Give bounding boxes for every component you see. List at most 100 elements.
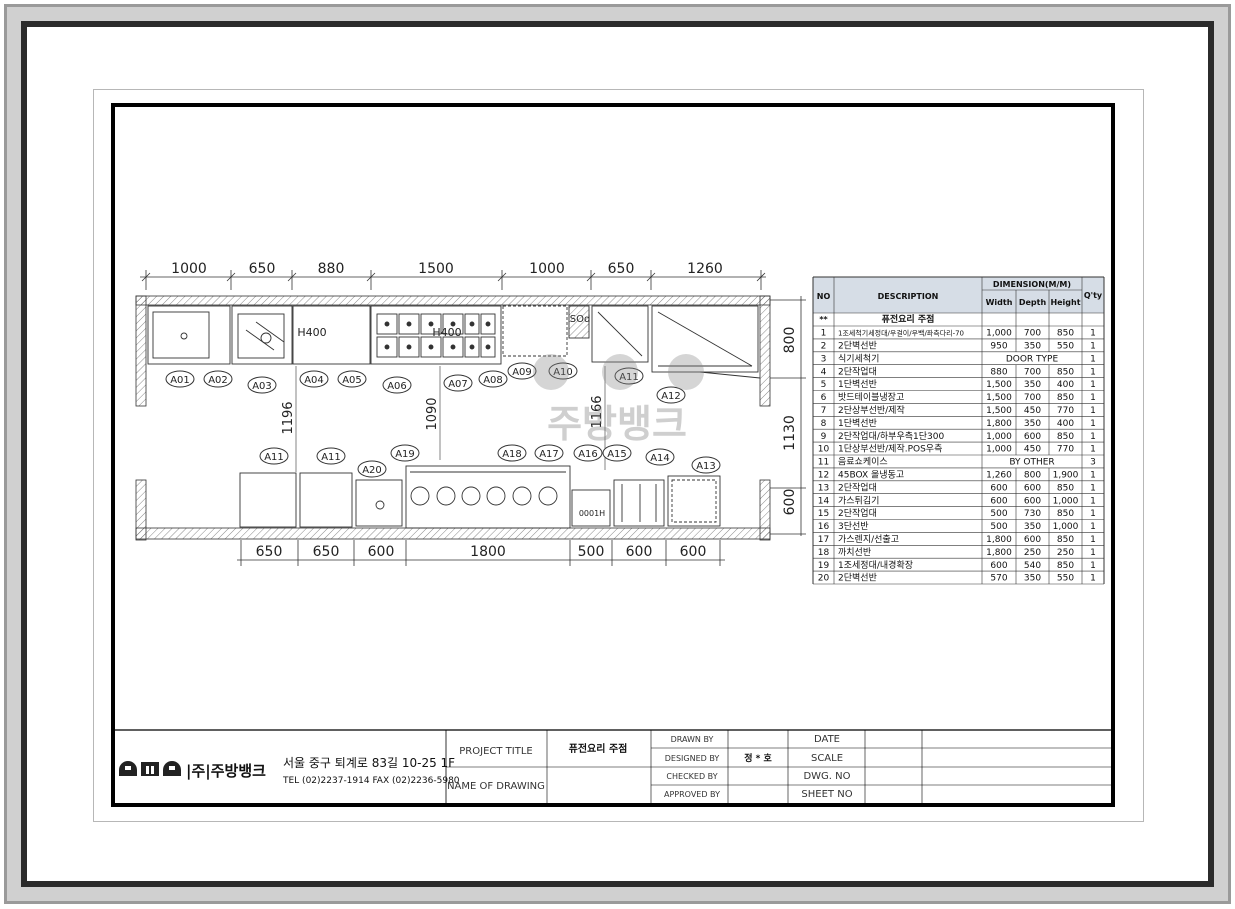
svg-text:A06: A06 bbox=[387, 381, 407, 392]
watermark-text: 주방뱅크 bbox=[547, 402, 687, 446]
callout-a16: A16 bbox=[573, 444, 603, 462]
table-row-qty: 1 bbox=[1090, 367, 1096, 377]
svg-text:A11: A11 bbox=[321, 452, 341, 463]
dim-top-4: 1500 bbox=[418, 261, 454, 277]
dim-top-1: 1000 bbox=[171, 261, 207, 277]
table-row-depth: 600 bbox=[1024, 535, 1041, 545]
callout-a19: A19 bbox=[390, 444, 420, 462]
header-width: Width bbox=[986, 298, 1013, 307]
table-row-height: 850 bbox=[1057, 432, 1074, 442]
header-height: Height bbox=[1050, 298, 1080, 307]
table-row-qty: 1 bbox=[1090, 380, 1096, 390]
table-row-no: 17 bbox=[818, 535, 829, 545]
table-row-height: 1,900 bbox=[1053, 471, 1079, 481]
dim-0001h: 0001H bbox=[579, 509, 605, 518]
callout-labels-bottom: A11 A11 A20 A19 A18 A17 A16 A15 A14 A13 bbox=[259, 444, 721, 478]
callout-a20: A20 bbox=[357, 460, 387, 478]
callout-a06: A06 bbox=[382, 376, 412, 394]
table-row-no: 5 bbox=[821, 380, 827, 390]
designed-by-label: DESIGNED BY bbox=[665, 754, 720, 763]
table-row-width: 1,000 bbox=[986, 445, 1012, 455]
table-row-height: 850 bbox=[1057, 535, 1074, 545]
callout-labels-top: A01 A02 A03 A04 A05 A06 A07 A08 A09 A10 … bbox=[165, 362, 686, 404]
scale-label: SCALE bbox=[811, 753, 843, 764]
svg-text:A07: A07 bbox=[448, 379, 468, 390]
svg-text:A01: A01 bbox=[170, 375, 190, 386]
table-row-qty: 1 bbox=[1090, 509, 1096, 519]
table-row-qty: 3 bbox=[1090, 458, 1096, 468]
company-address: 서울 중구 퇴계로 83길 10-25 1F bbox=[283, 756, 455, 770]
dim-bottom-4: 1800 bbox=[470, 544, 506, 560]
company-logo bbox=[119, 761, 181, 776]
table-row-width: 500 bbox=[990, 509, 1007, 519]
dim-bottom-1: 650 bbox=[256, 544, 283, 560]
table-row-height: 1,000 bbox=[1053, 496, 1079, 506]
table-row-qty: 1 bbox=[1090, 574, 1096, 584]
table-row-width: 570 bbox=[990, 574, 1007, 584]
bottom-dimension-line bbox=[237, 540, 725, 566]
table-row-qty: 1 bbox=[1090, 393, 1096, 403]
callout-a01: A01 bbox=[165, 370, 195, 388]
table-row-height: 550 bbox=[1057, 342, 1074, 352]
table-row-depth: 350 bbox=[1024, 342, 1041, 352]
project-title-value: 퓨전요리 주점 bbox=[569, 742, 628, 755]
table-row-qty: 1 bbox=[1090, 406, 1096, 416]
svg-text:A18: A18 bbox=[502, 449, 522, 460]
name-of-drawing-label: NAME OF DRAWING bbox=[447, 781, 545, 792]
dim-bottom-5: 500 bbox=[578, 544, 605, 560]
watermark: 주방뱅크 bbox=[533, 354, 704, 446]
table-row-qty: 1 bbox=[1090, 496, 1096, 506]
dim-bottom-2: 650 bbox=[313, 544, 340, 560]
drawing-border bbox=[111, 103, 1115, 807]
table-row-height: 850 bbox=[1057, 561, 1074, 571]
svg-text:A03: A03 bbox=[252, 381, 272, 392]
svg-text:A14: A14 bbox=[650, 453, 670, 464]
sheet-no-label: SHEET NO bbox=[801, 789, 852, 800]
dim-bottom-7: 600 bbox=[680, 544, 707, 560]
table-row-width: 1,500 bbox=[986, 393, 1012, 403]
table-row-depth: 600 bbox=[1024, 432, 1041, 442]
table-row-qty: 1 bbox=[1090, 561, 1096, 571]
project-title-label: PROJECT TITLE bbox=[459, 746, 532, 757]
table-row-description: 2단작업대 bbox=[838, 508, 877, 519]
table-row-description: 1조세척기세정대/우걸이/우백/좌측다리-70 bbox=[838, 329, 964, 338]
table-row-description: 1단벽선반 bbox=[838, 418, 877, 429]
dim-right-2: 1130 bbox=[782, 415, 798, 451]
table-row-no: 19 bbox=[818, 561, 830, 571]
table-row-no: 20 bbox=[818, 574, 830, 584]
dim-sod: SOd bbox=[570, 314, 591, 325]
dwg-no-label: DWG. NO bbox=[803, 771, 850, 782]
table-row-description: 3단선반 bbox=[838, 521, 869, 532]
table-row-depth: 350 bbox=[1024, 574, 1041, 584]
table-row-depth: 540 bbox=[1024, 561, 1041, 571]
table-row-width: 1,800 bbox=[986, 535, 1012, 545]
table-row-no: 6 bbox=[821, 393, 827, 403]
svg-text:A02: A02 bbox=[208, 375, 228, 386]
table-header-bg bbox=[813, 277, 1104, 313]
table-row-no: 11 bbox=[818, 458, 829, 468]
svg-text:A17: A17 bbox=[539, 449, 559, 460]
table-row-qty: 1 bbox=[1090, 535, 1096, 545]
table-row-qty: 1 bbox=[1090, 471, 1096, 481]
approved-by-label: APPROVED BY bbox=[664, 790, 720, 799]
right-dimension-line bbox=[770, 296, 806, 536]
callout-a10: A10 bbox=[548, 362, 578, 380]
callout-a18: A18 bbox=[497, 444, 527, 462]
table-row-height: 770 bbox=[1057, 406, 1074, 416]
table-row-no: 18 bbox=[818, 548, 830, 558]
dim-inner-1090: 1090 bbox=[425, 397, 440, 430]
table-row-qty: 1 bbox=[1090, 548, 1096, 558]
table-row-width: 500 bbox=[990, 522, 1007, 532]
svg-text:A11: A11 bbox=[264, 452, 284, 463]
dim-right-3: 600 bbox=[782, 489, 798, 516]
table-row-width: 1,000 bbox=[986, 432, 1012, 442]
dim-inner-1196: 1196 bbox=[281, 401, 296, 434]
table-row-dimension-note: DOOR TYPE bbox=[1006, 354, 1059, 364]
table-row-width: 600 bbox=[990, 483, 1007, 493]
table-row-no: 2 bbox=[821, 342, 827, 352]
table-row-qty: 1 bbox=[1090, 419, 1096, 429]
table-row-depth: 600 bbox=[1024, 483, 1041, 493]
table-row-height: 550 bbox=[1057, 574, 1074, 584]
table-row-width: 880 bbox=[990, 367, 1007, 377]
